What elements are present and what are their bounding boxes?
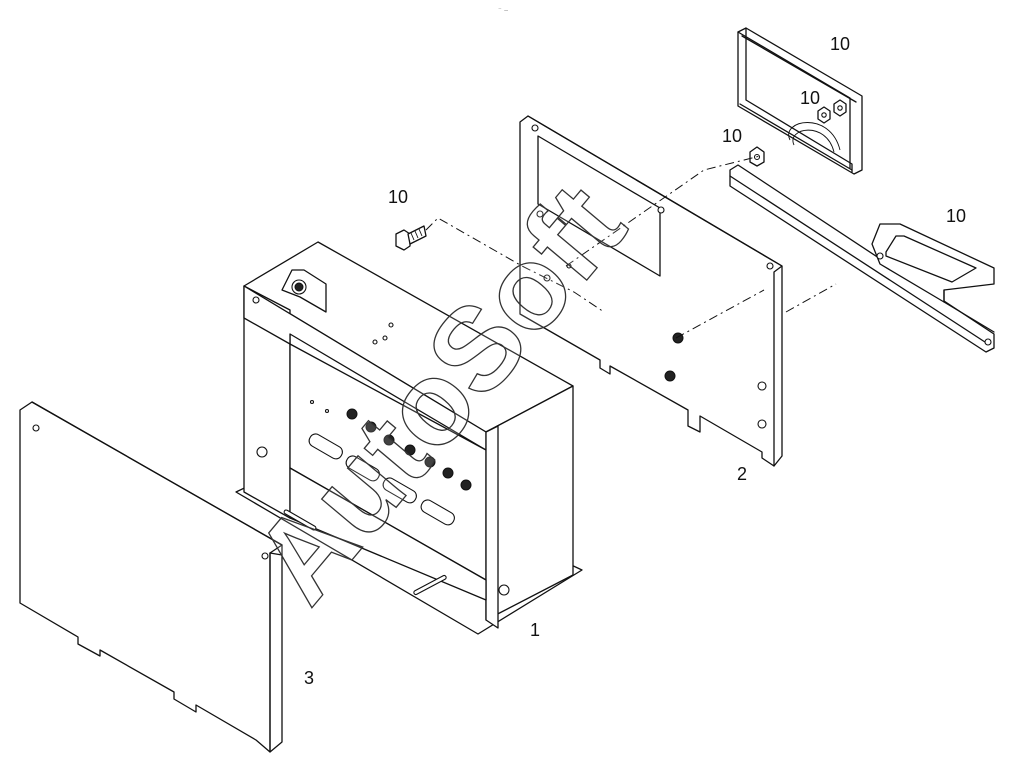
part-1-housing xyxy=(235,241,583,635)
corner-mark: ⁻ ‒ xyxy=(498,6,509,14)
part-3-front-panel xyxy=(19,401,283,753)
callout-10-bolt: 10 xyxy=(388,187,408,207)
part-10-rail-bracket xyxy=(729,164,995,353)
callout-3: 3 xyxy=(304,668,314,688)
callout-10-nut-upper: 10 xyxy=(800,88,820,108)
callout-10-nut-lower: 10 xyxy=(722,126,742,146)
callout-2: 2 xyxy=(737,464,747,484)
part-2-rear-plate xyxy=(519,115,783,467)
callout-10-top-bracket: 10 xyxy=(830,34,850,54)
part-10-nut xyxy=(749,146,765,167)
callout-1: 1 xyxy=(530,620,540,640)
part-10-bolt xyxy=(395,225,427,251)
assembly-lines xyxy=(425,155,837,339)
part-10-top-bracket xyxy=(737,27,863,175)
callout-10-rail: 10 xyxy=(946,206,966,226)
